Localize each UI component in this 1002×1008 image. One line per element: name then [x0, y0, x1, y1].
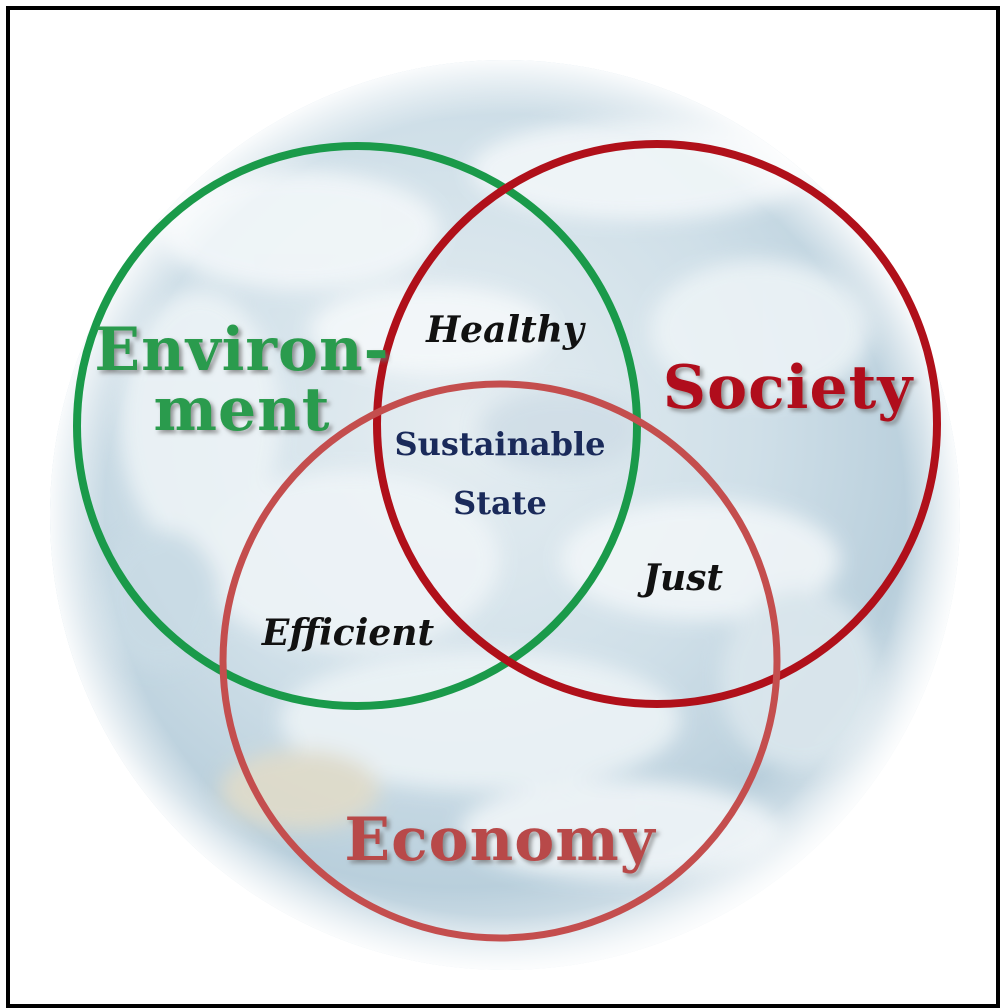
economy-circle [219, 380, 781, 942]
environment-circle [73, 142, 641, 710]
environment-label-line1: Environ- [94, 315, 389, 385]
society-label: Society [663, 353, 915, 423]
economy-label: Economy [344, 805, 656, 875]
environment-label-line2: ment [154, 375, 331, 445]
sustainable-label-line1: Sustainable [395, 425, 606, 463]
healthy-label: Healthy [425, 309, 586, 351]
sustainable-label-line2: State [453, 484, 547, 522]
just-label: Just [637, 557, 723, 599]
efficient-label: Efficient [261, 612, 435, 654]
earth-globe-image [50, 60, 960, 970]
society-circle [373, 140, 941, 708]
